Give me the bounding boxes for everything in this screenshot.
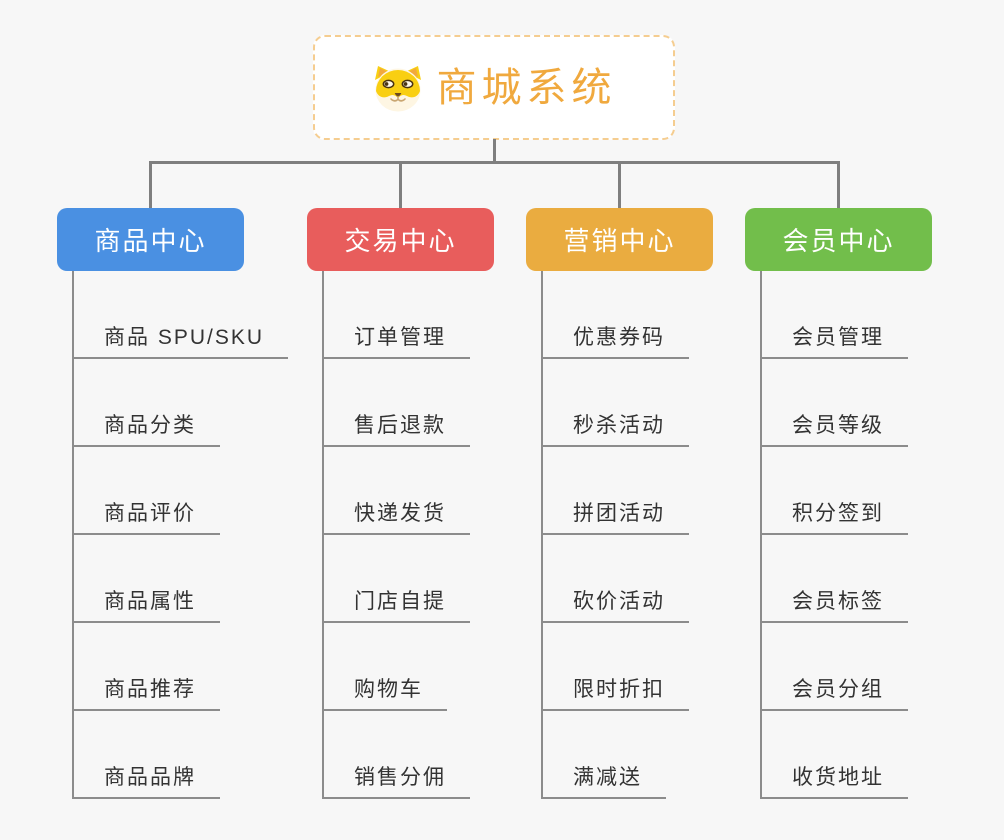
leaf-label: 砍价活动 (543, 590, 689, 623)
connector-bus (149, 161, 840, 164)
shiba-dog-icon (374, 65, 421, 111)
leaf-label: 订单管理 (324, 326, 470, 359)
leaf-label: 积分签到 (762, 502, 908, 535)
leaf-node[interactable]: 会员标签 (762, 535, 908, 623)
leaf-node[interactable]: 会员管理 (762, 271, 908, 359)
leaf-node[interactable]: 秒杀活动 (543, 359, 689, 447)
branch-children-trade-center: 订单管理 售后退款 快递发货 门店自提 购物车 销售分佣 (322, 271, 470, 799)
leaf-node[interactable]: 限时折扣 (543, 623, 689, 711)
leaf-label: 会员管理 (762, 326, 908, 359)
leaf-node[interactable]: 门店自提 (324, 535, 470, 623)
leaf-label: 优惠券码 (543, 326, 689, 359)
leaf-label: 满减送 (543, 766, 666, 799)
branch-node-trade-center[interactable]: 交易中心 (307, 208, 494, 271)
leaf-node[interactable]: 购物车 (324, 623, 470, 711)
leaf-label: 门店自提 (324, 590, 470, 623)
branch-node-product-center[interactable]: 商品中心 (57, 208, 244, 271)
leaf-node[interactable]: 快递发货 (324, 447, 470, 535)
leaf-label: 售后退款 (324, 414, 470, 447)
connector-root-stub (493, 139, 496, 164)
connector-drop (149, 164, 152, 208)
leaf-node[interactable]: 商品 SPU/SKU (74, 271, 289, 359)
leaf-node[interactable]: 砍价活动 (543, 535, 689, 623)
leaf-node[interactable]: 会员等级 (762, 359, 908, 447)
leaf-node[interactable]: 销售分佣 (324, 711, 470, 799)
leaf-label: 购物车 (324, 678, 447, 711)
leaf-label: 会员分组 (762, 678, 908, 711)
connector-drop (618, 164, 621, 208)
leaf-node[interactable]: 商品品牌 (74, 711, 288, 799)
leaf-node[interactable]: 商品推荐 (74, 623, 288, 711)
leaf-label: 销售分佣 (324, 766, 470, 799)
leaf-node[interactable]: 商品评价 (74, 447, 288, 535)
branch-children-product-center: 商品 SPU/SKU 商品分类 商品评价 商品属性 商品推荐 商品品牌 (72, 271, 289, 799)
branch-node-marketing-center[interactable]: 营销中心 (526, 208, 713, 271)
leaf-node[interactable]: 售后退款 (324, 359, 470, 447)
leaf-node[interactable]: 满减送 (543, 711, 689, 799)
leaf-node[interactable]: 商品分类 (74, 359, 288, 447)
connector-drop (399, 164, 402, 208)
leaf-label: 商品属性 (74, 590, 220, 623)
leaf-node[interactable]: 拼团活动 (543, 447, 689, 535)
leaf-label: 快递发货 (324, 502, 470, 535)
leaf-node[interactable]: 收货地址 (762, 711, 908, 799)
branch-children-member-center: 会员管理 会员等级 积分签到 会员标签 会员分组 收货地址 (760, 271, 908, 799)
leaf-label: 商品品牌 (74, 766, 220, 799)
leaf-node[interactable]: 订单管理 (324, 271, 470, 359)
leaf-label: 秒杀活动 (543, 414, 689, 447)
leaf-node[interactable]: 优惠券码 (543, 271, 689, 359)
leaf-label: 商品推荐 (74, 678, 220, 711)
leaf-node[interactable]: 会员分组 (762, 623, 908, 711)
leaf-label: 限时折扣 (543, 678, 689, 711)
leaf-label: 收货地址 (762, 766, 908, 799)
connector-drop (837, 164, 840, 208)
leaf-node[interactable]: 商品属性 (74, 535, 288, 623)
leaf-label: 会员标签 (762, 590, 908, 623)
leaf-label: 拼团活动 (543, 502, 689, 535)
root-node[interactable]: 商城系统 (313, 35, 675, 140)
leaf-label: 会员等级 (762, 414, 908, 447)
root-title: 商城系统 (436, 65, 617, 110)
branch-children-marketing-center: 优惠券码 秒杀活动 拼团活动 砍价活动 限时折扣 满减送 (541, 271, 689, 799)
branch-node-member-center[interactable]: 会员中心 (745, 208, 932, 271)
leaf-node[interactable]: 积分签到 (762, 447, 908, 535)
leaf-label: 商品评价 (74, 502, 220, 535)
leaf-label: 商品 SPU/SKU (74, 326, 289, 359)
leaf-label: 商品分类 (74, 414, 220, 447)
